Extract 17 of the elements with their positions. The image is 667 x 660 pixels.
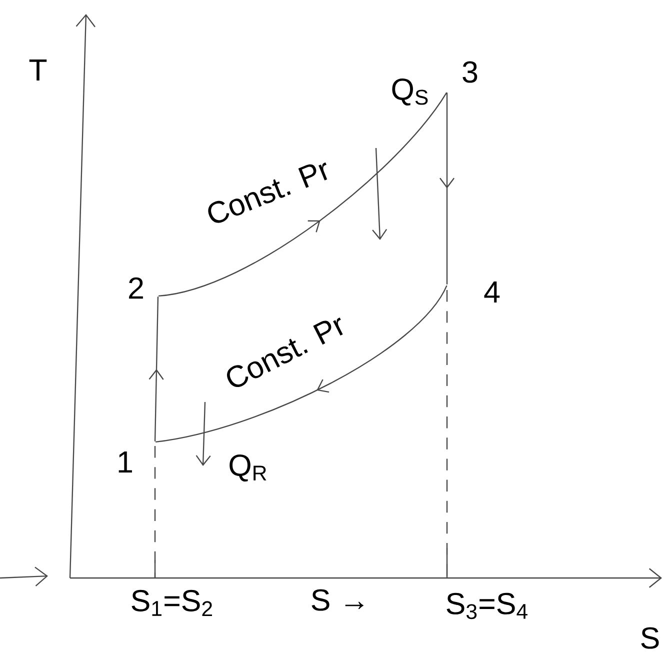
- process-line: [156, 285, 448, 442]
- point-label: 2: [129, 277, 143, 299]
- process-line: [148, 296, 164, 442]
- axis-label: S →: [312, 589, 364, 611]
- process-line: [158, 92, 448, 297]
- axis-label: Q$_{R}$: [230, 454, 266, 482]
- axis-label: S: [641, 627, 659, 649]
- edge-label: Const. Pr: [220, 311, 350, 393]
- axis-label: T: [29, 60, 47, 80]
- axis-label: S$_{3}$=S$_{4}$: [446, 592, 528, 620]
- edge-label: Const. Pr: [202, 156, 334, 228]
- point-label: 3: [462, 61, 478, 83]
- point-label: 4: [484, 282, 500, 302]
- axis-label: Q$_{S}$: [392, 78, 428, 106]
- process-line: [440, 92, 454, 284]
- point-label: 1: [118, 452, 132, 472]
- axis-label: S$_{1}$=S$_{2}$: [132, 590, 212, 616]
